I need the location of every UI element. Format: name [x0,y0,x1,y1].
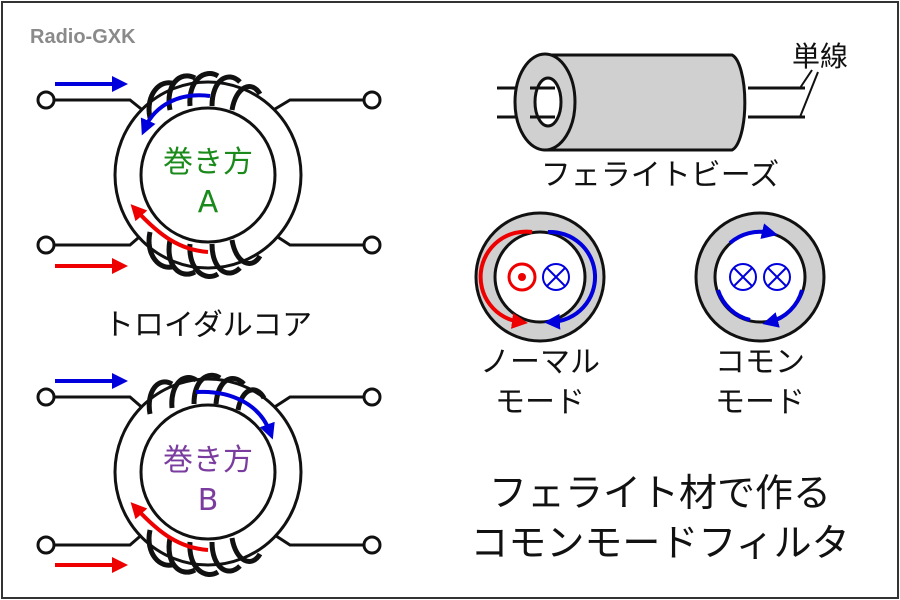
common-mode-cross-icon-2 [767,267,787,287]
ferrite-bead: 単線 フェライトビーズ [497,40,848,193]
bead-body [543,53,747,152]
toroid-a-lead-tr [269,98,366,114]
toroid-b-lead-bl [54,530,146,547]
terminal-a-br [362,235,382,255]
toroid-a-lead-bl [54,230,146,247]
wire-label-leader-2 [799,71,819,118]
terminal-b-br [362,535,382,555]
arrow-b-core-red [130,502,209,552]
toroid-b: 巻き方 B [36,372,382,577]
toroid-b-lead-tl [54,395,146,412]
toroid-b-label-line1: 巻き方 [163,443,253,478]
arrow-a-core-blue [140,93,211,136]
normal-mode-dot-icon [518,273,526,281]
toroid-b-lead-br [269,530,366,547]
toroid-b-lead-tr [269,395,366,412]
arrow-a-core-red [130,204,209,254]
normal-mode-inner [493,230,587,324]
common-mode-flux-top [728,223,778,245]
normal-mode-red-flux [478,229,533,329]
brand-label: Radio-GXK [30,26,136,48]
title-line2: コモンモードフィルタ [470,521,849,565]
common-mode-cross-icon-1 [733,267,753,287]
bead-hole [533,76,563,128]
common-mode-flux-right [762,289,804,328]
toroid-a-lead-tl [54,98,146,114]
title-line1: フェライト材で作る [489,471,831,515]
common-mode-line1: コモン [715,345,805,380]
toroid-a-label-line1: 巻き方 [163,145,253,180]
terminal-a-bl [36,235,56,255]
normal-mode-diagram: ノーマル モード [474,211,606,420]
terminal-b-tr [362,387,382,407]
normal-mode-blue-flux [544,229,597,330]
normal-mode-line1: ノーマル [480,345,600,380]
toroid-a-lead-br [269,230,366,247]
arrow-b-core-blue [195,389,275,440]
toroid-a-coil-bottom [146,231,263,279]
toroid-a-core-inner [139,106,277,244]
terminal-b-tl [36,387,56,407]
wire-label: 単線 [792,40,848,73]
common-mode-diagram: コモン モード [694,211,826,420]
toroid-caption: トロイダルコア [104,308,312,343]
normal-mode-line2: モード [495,385,585,420]
normal-mode-cross-icon [546,267,566,287]
terminal-a-tr [362,90,382,110]
toroid-a-label-line2: A [198,185,219,220]
common-mode-flux-left [716,289,751,322]
toroid-a: 巻き方 A [36,71,382,279]
wire-label-leader-1 [799,69,813,89]
bead-caption: フェライトビーズ [541,158,780,193]
toroid-b-label-line2: B [198,483,219,518]
common-mode-line2: モード [715,385,805,420]
terminal-b-bl [36,535,56,555]
toroid-b-core-inner [139,403,277,541]
toroid-b-coil-top [146,372,267,415]
terminal-a-tl [36,90,56,110]
